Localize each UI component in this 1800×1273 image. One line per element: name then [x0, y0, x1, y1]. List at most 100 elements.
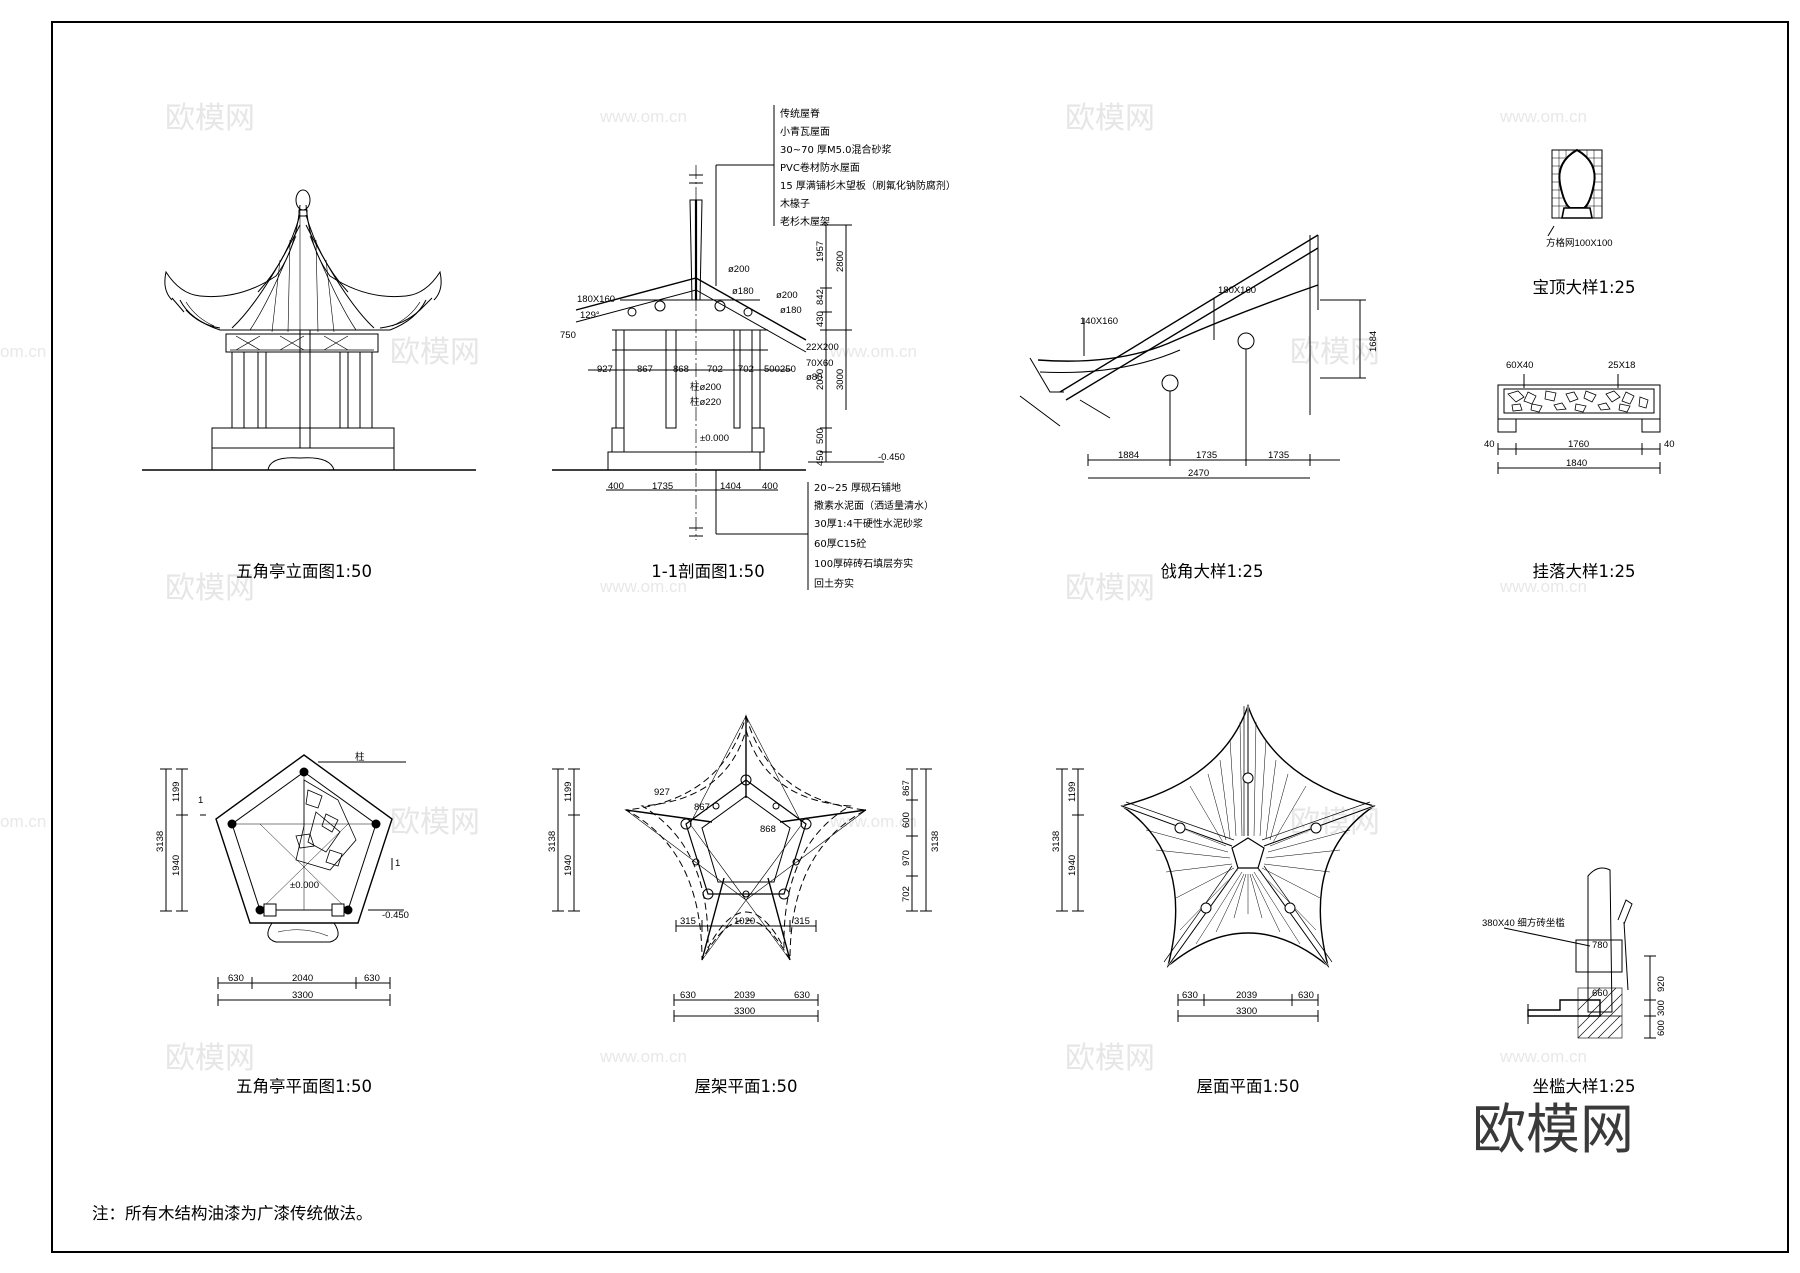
- roof-layer-label: PVC卷材防水屋面: [780, 161, 860, 174]
- roof-layer-label: 小青瓦屋面: [780, 125, 830, 138]
- roof-plan-dim-left: 1940: [1067, 855, 1078, 876]
- plan-dim-bottom: 2040: [292, 973, 313, 984]
- dim-right: 430: [815, 311, 826, 327]
- frame-dim-inner: 315: [794, 916, 810, 927]
- finial-drawing: [1547, 148, 1603, 237]
- eave-title: 戗角大样1:25: [1160, 562, 1263, 581]
- watermark-logo: 欧模网: [165, 101, 255, 136]
- watermark-url: www.om.cn: [1499, 107, 1587, 126]
- eave-label: 180X160: [1218, 285, 1256, 296]
- watermark-url: www.om.cn: [599, 107, 687, 126]
- plan-label: 1: [198, 795, 203, 806]
- plan-dim-left: 1199: [171, 782, 182, 802]
- watermark-url: www.om.cn: [829, 812, 917, 831]
- roof-plan-drawing: [1056, 703, 1376, 1022]
- hanging-dim: 1760: [1568, 439, 1589, 450]
- dim-top: 867: [637, 364, 653, 375]
- bench-label: 300: [1656, 1000, 1667, 1016]
- frame-label: 867: [694, 802, 710, 813]
- floor-layer-label: 60厚C15砼: [814, 537, 866, 550]
- member-label: ±0.000: [700, 433, 729, 444]
- hanging-title: 挂落大样1:25: [1532, 562, 1635, 581]
- plan-dim-left: 1940: [171, 855, 182, 876]
- frame-dim-right: 970: [901, 850, 912, 866]
- frame-dim-bottom: 630: [794, 990, 810, 1001]
- roof-frame-drawing: [552, 714, 932, 1022]
- watermark-url: om.cn: [0, 812, 46, 831]
- frame-dim-right: 702: [901, 886, 912, 902]
- dim-top: 702: [707, 364, 723, 375]
- plan-dim-bottom: 630: [228, 973, 244, 984]
- eave-label: 1884: [1118, 450, 1139, 461]
- roof-frame-title: 屋架平面1:50: [694, 1077, 797, 1096]
- roof-layer-label: 30~70 厚M5.0混合砂浆: [780, 143, 892, 156]
- member-label: 129°: [580, 310, 600, 321]
- drawing-titles: 五角亭立面图1:50 1-1剖面图1:50 戗角大样1:25 宝顶大样1:25 …: [236, 278, 1636, 1096]
- plan-dim-bottom: 3300: [292, 990, 313, 1001]
- watermark-logo: 欧模网: [390, 335, 480, 370]
- member-label: ø200: [728, 264, 750, 275]
- dim-top: 868: [673, 364, 689, 375]
- member-label: 180X160: [577, 294, 615, 305]
- watermark-logo: 欧模网: [1290, 805, 1380, 840]
- eave-annotations: 180X160 140X160 1684 1884 1735 1735 2470: [1080, 285, 1379, 479]
- eave-label: 1684: [1368, 331, 1379, 352]
- roof-plan-dim-left: 3138: [1051, 831, 1062, 852]
- floor-layer-label: 20~25 厚砚石铺地: [814, 481, 901, 494]
- dim-top: 500: [764, 364, 780, 375]
- general-note: 注：所有木结构油漆为广漆传统做法。: [92, 1204, 373, 1223]
- eave-label: 140X160: [1080, 316, 1118, 327]
- dim-right: 500: [815, 428, 826, 444]
- frame-dim-left: 1940: [563, 855, 574, 876]
- bench-label: 920: [1656, 976, 1667, 992]
- eave-label: 1735: [1268, 450, 1289, 461]
- watermark-url: om.cn: [0, 342, 46, 361]
- sheet-border: [51, 21, 1789, 1253]
- dim-top: 250: [780, 364, 796, 375]
- roof-plan-dim-left: 1199: [1067, 782, 1078, 802]
- bench-label: 660: [1592, 988, 1608, 999]
- watermark-logo: 欧模网: [1065, 571, 1155, 606]
- section-title: 1-1剖面图1:50: [651, 562, 765, 581]
- floor-layer-label: 撒素水泥面（洒适量清水）: [814, 499, 934, 512]
- dim-right: 842: [815, 289, 826, 305]
- dim-right: 450: [815, 450, 826, 466]
- watermark-logo: 欧模网: [1065, 101, 1155, 136]
- brand-watermark: 欧模网: [1472, 1098, 1634, 1161]
- member-label: ø200: [776, 290, 798, 301]
- floor-layer-label: 回土夯实: [814, 577, 854, 590]
- watermark-url: www.om.cn: [599, 577, 687, 596]
- roof-layer-label: 老杉木屋架: [780, 215, 830, 228]
- frame-dim-right: 600: [901, 812, 912, 828]
- plan-dim-bottom: 630: [364, 973, 380, 984]
- watermark-logo: 欧模网: [165, 1041, 255, 1076]
- finial-label: 方格网100X100: [1546, 237, 1613, 249]
- frame-dim-inner: 315: [680, 916, 696, 927]
- dim-right: 2070: [815, 369, 826, 390]
- member-label: 70X60: [806, 358, 833, 369]
- finial-title: 宝顶大样1:25: [1532, 278, 1635, 297]
- frame-dim-bottom: 2039: [734, 990, 755, 1001]
- frame-dim-left: 1199: [563, 782, 574, 802]
- hanging-dim: 40: [1484, 439, 1495, 450]
- roof-layer-label: 传统屋脊: [780, 107, 820, 120]
- section-annotations: 传统屋脊 小青瓦屋面 30~70 厚M5.0混合砂浆 PVC卷材防水屋面 15 …: [560, 107, 956, 590]
- member-label: ø180: [732, 286, 754, 297]
- floor-layer-label: 100厚碎砖石填层夯实: [814, 557, 913, 570]
- watermark-logo: 欧模网: [1290, 335, 1380, 370]
- watermark-url: www.om.cn: [599, 1047, 687, 1066]
- dim-bottom: 400: [762, 481, 778, 492]
- plan-label: -0.450: [382, 910, 409, 921]
- member-label: 柱ø220: [690, 396, 721, 408]
- roof-layer-label: 15 厚满铺杉木望板（刷氟化钠防腐剂）: [780, 179, 956, 192]
- watermark-logo: 欧模网: [165, 571, 255, 606]
- frame-dim-right: 867: [901, 780, 912, 796]
- hanging-annotations: 60X40 25X18 40 1760 40 1840: [1484, 360, 1675, 469]
- section-drawing: [552, 105, 884, 590]
- roof-plan-title: 屋面平面1:50: [1196, 1077, 1299, 1096]
- bench-drawing: [1503, 867, 1656, 1039]
- roof-plan-annotations: 1199 1940 3138 630 2039 630 3300: [1051, 782, 1314, 1017]
- roof-layer-label: 木椽子: [780, 197, 810, 210]
- plan-dim-left: 3138: [155, 831, 166, 852]
- member-label: ø80: [806, 372, 822, 383]
